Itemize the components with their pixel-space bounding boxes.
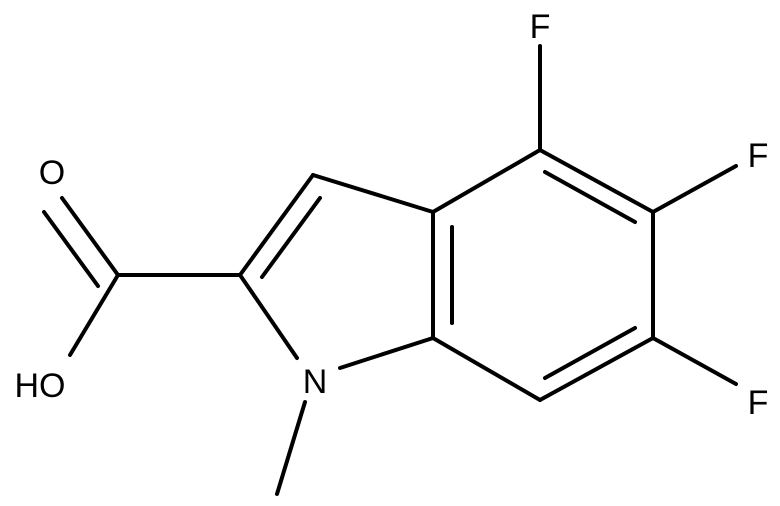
bond-c2-n1 bbox=[238, 273, 299, 360]
bond-c6-c7 bbox=[538, 336, 655, 402]
atom-label-nitrogen: N bbox=[303, 363, 328, 401]
bond-c3a-c4 bbox=[431, 148, 542, 214]
bond-c3a-c3 bbox=[311, 173, 435, 214]
atom-label-f-mid: F bbox=[748, 137, 769, 175]
bond-c4-c5 bbox=[538, 148, 655, 214]
bond-c4-c5-inner bbox=[543, 170, 637, 224]
bond-c5-f bbox=[651, 164, 738, 214]
bond-n1-methyl bbox=[275, 400, 307, 496]
bond-carbonyl-outer bbox=[60, 196, 120, 277]
bond-carboxyl-oh bbox=[68, 273, 120, 357]
bond-c3-c2 bbox=[238, 173, 315, 277]
atom-label-f-bottom: F bbox=[748, 384, 769, 422]
bond-c6-c7-inner bbox=[543, 326, 637, 380]
bond-c7-c7a bbox=[431, 336, 542, 402]
atom-label-f-top: F bbox=[530, 8, 551, 46]
atom-label-oxygen-carbonyl: O bbox=[39, 154, 65, 192]
bond-c6-f bbox=[651, 336, 738, 386]
bond-carbonyl-inner bbox=[42, 210, 100, 288]
atom-label-hydroxyl: HO bbox=[15, 367, 66, 405]
bond-n1-c7a bbox=[338, 336, 435, 370]
bond-c3-c2-inner bbox=[260, 196, 322, 279]
